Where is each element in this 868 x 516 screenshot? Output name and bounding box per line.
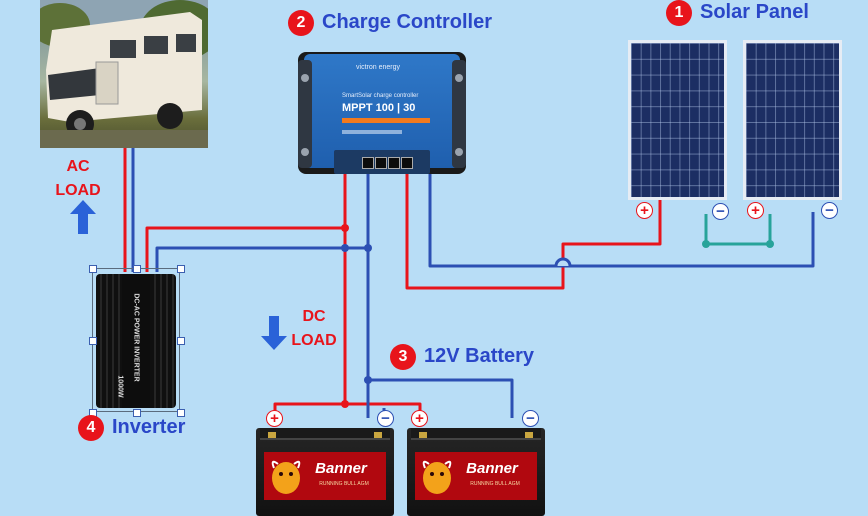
inverter-rating: 1000W: [116, 375, 124, 398]
controller-model-line2: MPPT 100 | 30: [342, 102, 416, 114]
ac-load-line2: LOAD: [55, 182, 101, 199]
badge-3: 3: [390, 344, 416, 370]
battery-1: Banner RUNNING BULL AGM: [256, 428, 394, 516]
pv-wire-positive: [405, 174, 662, 290]
dc-load-line2: LOAD: [291, 332, 337, 349]
ac-load-label: AC LOAD: [48, 155, 108, 203]
inverter-device: DC-AC POWER INVERTER 1000W: [89, 265, 185, 417]
battery-1-brand: Banner: [315, 460, 367, 477]
battery-2-brand: Banner: [466, 460, 518, 477]
panel-link-wire: [704, 214, 772, 246]
battery2-positive-terminal: +: [411, 410, 428, 427]
battery-2-sub: RUNNING BULL AGM: [470, 481, 520, 487]
ac-load-line1: AC: [66, 158, 90, 175]
battery1-positive-terminal: +: [266, 410, 283, 427]
inverter-title: Inverter: [112, 416, 186, 438]
battery-title: 12V Battery: [424, 345, 535, 367]
controller-brand: victron energy: [356, 64, 400, 71]
panel1-negative-terminal: −: [712, 203, 729, 220]
inverter-label: DC-AC POWER INVERTER: [132, 293, 140, 382]
pv-wire-negative: [428, 174, 815, 268]
badge-1: 1: [666, 0, 692, 26]
inverter-wire-negative: [155, 246, 368, 272]
battery-1-sub: RUNNING BULL AGM: [319, 481, 369, 487]
panel2-negative-terminal: −: [821, 202, 838, 219]
dc-load-label: DC LOAD: [286, 305, 342, 353]
battery2-negative-terminal: −: [522, 410, 539, 427]
controller-model-line1: SmartSolar charge controller: [342, 93, 419, 99]
badge-4: 4: [78, 415, 104, 441]
arrow-up-icon: [70, 200, 96, 234]
dc-load-line1: DC: [302, 308, 326, 325]
bull-logo-icon: [271, 460, 301, 494]
solar-panel-1: [628, 40, 727, 200]
battery-link-negative: [368, 378, 514, 418]
inverter-wire-positive: [145, 226, 345, 272]
campervan-image: [40, 0, 208, 148]
arrow-down-icon: [261, 316, 287, 350]
solar-panel-title: Solar Panel: [700, 1, 809, 23]
badge-2: 2: [288, 10, 314, 36]
panel1-positive-terminal: +: [636, 202, 653, 219]
battery1-negative-terminal: −: [377, 410, 394, 427]
solar-panel-2: [743, 40, 842, 200]
charge-controller-device: victron energy SmartSolar charge control…: [298, 52, 466, 174]
battery-2: Banner RUNNING BULL AGM: [407, 428, 545, 516]
panel2-positive-terminal: +: [747, 202, 764, 219]
charge-controller-title: Charge Controller: [322, 11, 493, 33]
bull-logo-icon: [422, 460, 452, 494]
